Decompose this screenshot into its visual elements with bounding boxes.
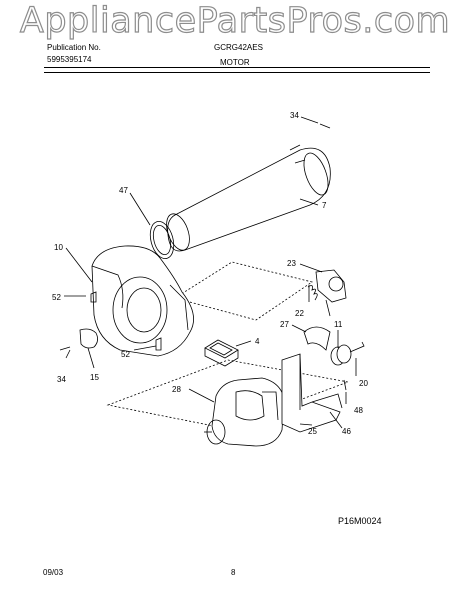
callout-34-bottom: 34 — [57, 375, 66, 384]
figure-code: P16M0024 — [338, 516, 382, 526]
clip-15 — [79, 328, 98, 349]
pulley-11 — [330, 344, 352, 366]
seal-47 — [149, 221, 175, 259]
blower-housing-10 — [91, 245, 194, 357]
publication-label: Publication No. — [47, 43, 101, 52]
bolt-20 — [349, 341, 365, 353]
callout-27: 27 — [280, 320, 289, 329]
leader-lines — [64, 116, 357, 429]
callout-34-top: 34 — [290, 111, 299, 120]
page-number: 8 — [231, 568, 236, 577]
callout-4: 4 — [255, 337, 260, 346]
footer-date: 09/03 — [43, 568, 64, 577]
callout-15: 15 — [90, 373, 99, 382]
callout-28: 28 — [172, 385, 181, 394]
bracket-4 — [204, 339, 239, 367]
callout-46: 46 — [342, 427, 351, 436]
screw-52b — [155, 337, 162, 351]
switch-23 — [315, 269, 347, 317]
clamp-27 — [303, 326, 331, 351]
bracket-25-46 — [281, 353, 343, 433]
callout-10: 10 — [54, 243, 63, 252]
callout-23: 23 — [287, 259, 296, 268]
callout-11: 11 — [334, 320, 343, 329]
publication-number: 5995395174 — [47, 55, 92, 64]
callout-52-left: 52 — [52, 293, 61, 302]
motor-28 — [204, 377, 285, 447]
spring-22 — [307, 285, 318, 301]
section-title: MOTOR — [220, 58, 250, 67]
parts-outline-upper — [174, 261, 313, 321]
callout-7: 7 — [322, 201, 327, 210]
callout-48: 48 — [354, 406, 363, 415]
callout-52-bottom: 52 — [121, 350, 130, 359]
screw-34b — [59, 346, 71, 351]
screw-48 — [343, 379, 347, 391]
header-rule-top — [44, 67, 430, 68]
duct-7 — [166, 144, 331, 252]
header-rule-bottom — [44, 72, 430, 73]
callout-47: 47 — [119, 186, 128, 195]
model-number: GCRG42AES — [214, 43, 263, 52]
parts-outline-lower — [106, 359, 350, 429]
callout-25: 25 — [308, 427, 317, 436]
screw-34a — [319, 123, 331, 129]
callout-20: 20 — [359, 379, 368, 388]
screw-52a — [90, 291, 97, 303]
callout-22: 22 — [295, 309, 304, 318]
watermark-logo: AppliancePartsPros.com — [19, 1, 451, 41]
